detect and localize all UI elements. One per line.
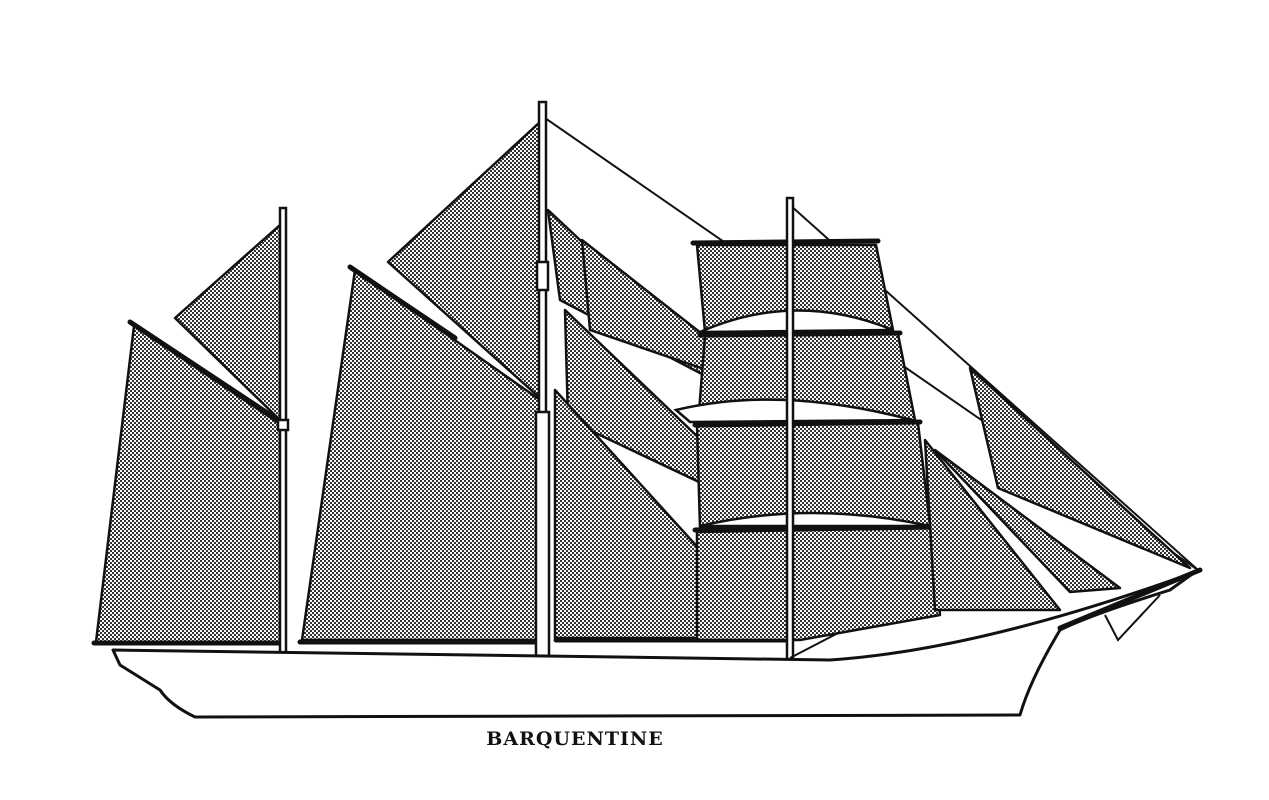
mizzen-mast-cap	[276, 418, 290, 432]
main-gaff	[347, 264, 458, 341]
bobstay	[1104, 594, 1161, 642]
main-mast-doubling	[535, 260, 550, 292]
outer-jib	[968, 366, 1192, 570]
mizzen-mast	[278, 206, 288, 667]
fore-staysail	[923, 438, 1062, 612]
fore-royal-yard	[690, 238, 881, 246]
fore-topsail-yard	[692, 419, 923, 428]
illustration-caption: BARQUENTINE	[486, 728, 664, 750]
fore-stay-lower	[789, 631, 841, 659]
fore-course	[695, 526, 942, 642]
mizzen-gaff	[127, 319, 281, 423]
fore-mast	[785, 196, 795, 662]
fore-course-yard	[692, 524, 938, 533]
fore-topgallant-yard	[697, 330, 903, 338]
main-mast-lower	[534, 410, 551, 664]
bowsprit	[1057, 567, 1203, 631]
inner-jib	[933, 448, 1122, 594]
